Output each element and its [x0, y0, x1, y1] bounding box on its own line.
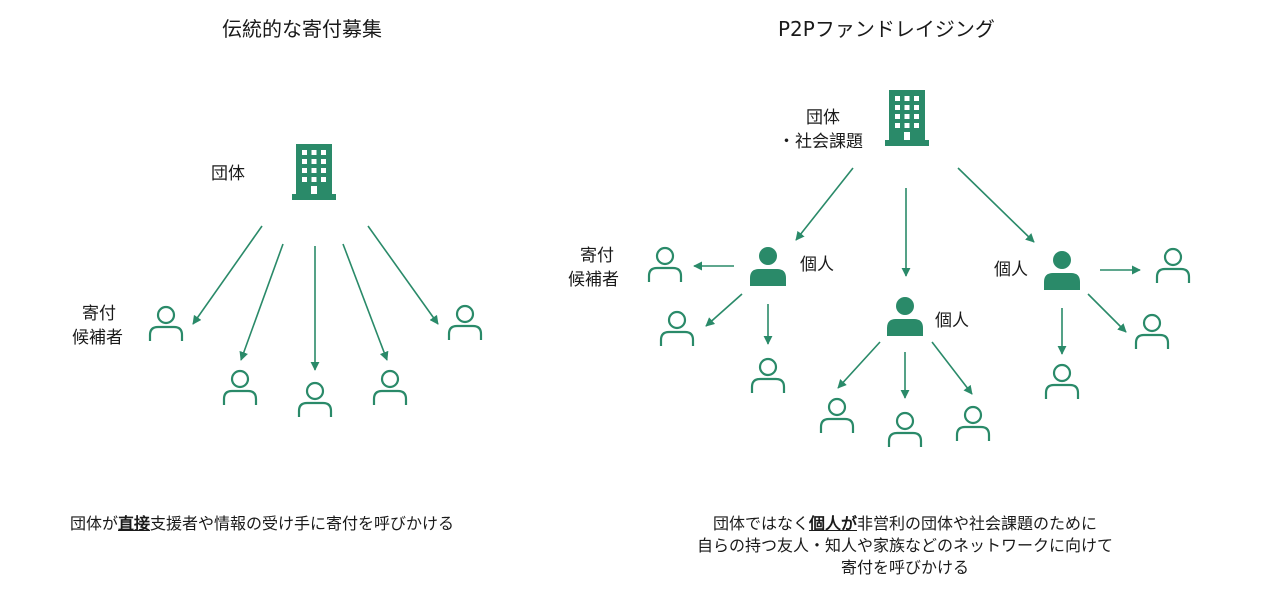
right-arrow-org-1 [795, 167, 854, 241]
left-donor-label-line1: 寄付 [82, 304, 116, 324]
right-arrows [693, 167, 1141, 399]
left-donor-person-icon-5 [447, 304, 483, 342]
right-arrow-ind3-2 [1087, 293, 1127, 333]
right-individual-label-3: 個人 [994, 260, 1028, 280]
left-arrow-1 [192, 225, 263, 325]
left-donor-person-icon-3 [297, 381, 333, 419]
right-donor-person-icon-9 [1044, 363, 1080, 401]
right-caption-line3: 寄付を呼びかける [840, 558, 969, 577]
left-caption-bold: 直接 [118, 514, 151, 533]
right-donor-label-line2: 候補者 [568, 270, 619, 290]
right-caption-line1-post: 非営利の団体や社会課題のために [857, 514, 1098, 533]
left-donor-person-icon-2 [222, 369, 258, 407]
left-caption: 団体が直接支援者や情報の受け手に寄付を呼びかける [70, 513, 454, 535]
right-donor-person-icon-2 [659, 310, 695, 348]
right-donor-person-icon-7 [1155, 247, 1191, 285]
right-individual-icon-2 [887, 297, 923, 336]
right-individual-label-2: 個人 [935, 311, 969, 331]
left-arrow-5 [367, 225, 439, 325]
right-organization-building-icon [885, 90, 929, 146]
left-arrow-4 [342, 243, 389, 361]
right-individual-icon-1 [750, 247, 786, 286]
right-donor-person-icon-1 [647, 246, 683, 284]
right-caption-line2: 自らの持つ友人・知人や家族などのネットワークに向けて [696, 536, 1113, 555]
left-caption-pre: 団体が [70, 514, 119, 533]
right-donor-person-icon-5 [887, 411, 923, 449]
right-caption-line1: 団体ではなく個人が非営利の団体や社会課題のために [640, 513, 1170, 535]
right-caption-line1-pre: 団体ではなく [712, 514, 809, 533]
right-organization-label-line1: 団体 [806, 108, 840, 128]
right-caption: 団体ではなく個人が非営利の団体や社会課題のために 自らの持つ友人・知人や家族など… [640, 513, 1170, 579]
left-organization-label: 団体 [211, 164, 245, 184]
left-title: 伝統的な寄付募集 [222, 17, 382, 41]
right-donor-person-icon-6 [955, 405, 991, 443]
right-arrow-ind1-2 [705, 293, 743, 327]
left-donor-label-line2: 候補者 [72, 328, 123, 348]
right-organization-label-line2: ・社会課題 [778, 132, 863, 152]
right-donor-person-icon-8 [1134, 313, 1170, 351]
right-arrow-org-3 [957, 167, 1035, 243]
left-caption-post: 支援者や情報の受け手に寄付を呼びかける [150, 514, 455, 533]
left-arrow-2 [239, 243, 284, 361]
right-individual-icon-3 [1044, 251, 1080, 290]
left-organization-building-icon [292, 144, 336, 200]
right-arrow-ind2-3 [931, 341, 973, 395]
right-arrow-ind2-1 [837, 341, 881, 389]
right-individual-label-1: 個人 [800, 255, 834, 275]
left-donor-person-icon-1 [148, 305, 184, 343]
left-donor-person-icon-4 [372, 369, 408, 407]
right-title: P2Pファンドレイジング [778, 17, 995, 41]
right-donor-person-icon-3 [750, 357, 786, 395]
right-caption-line1-bold: 個人が [808, 514, 857, 533]
right-donor-person-icon-4 [819, 397, 855, 435]
right-donor-label-line1: 寄付 [580, 246, 614, 266]
left-arrows [192, 225, 439, 371]
